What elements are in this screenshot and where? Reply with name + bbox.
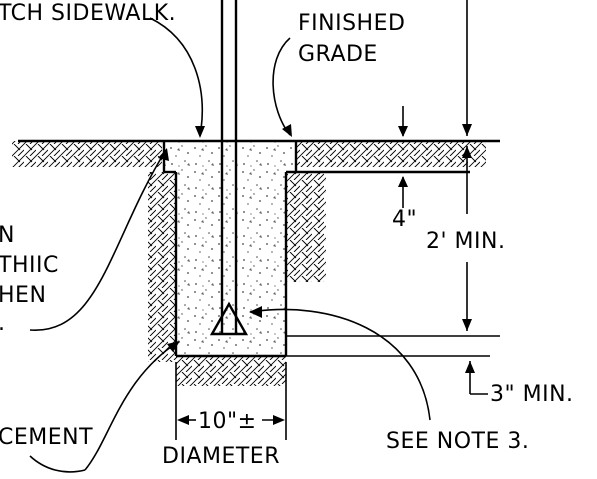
left-label-line3: HEN: [0, 283, 46, 308]
soil-hatch: [12, 141, 486, 386]
sidewalk-label: TCH SIDEWALK.: [0, 1, 176, 26]
depth-2ft-label: 2' MIN.: [426, 229, 505, 254]
post: [209, 0, 249, 336]
left-label-line4: .: [0, 311, 6, 336]
cement-label: CEMENT: [0, 425, 93, 450]
footing-outline: [174, 172, 288, 358]
left-label-line1: N: [0, 223, 15, 248]
left-label-line2: THIIC: [0, 253, 59, 278]
depth-4in-label: 4": [392, 207, 417, 232]
finished-grade-label-2: GRADE: [298, 42, 378, 67]
dimension-lines: [175, 0, 500, 440]
diameter-label: DIAMETER: [162, 444, 280, 469]
diameter-dim-label: 10"±: [198, 409, 257, 434]
depth-3in-label: 3" MIN.: [490, 382, 574, 407]
concrete-fill: [164, 142, 296, 356]
leader-lines: [29, 17, 431, 473]
see-note-label: SEE NOTE 3.: [386, 429, 529, 454]
finished-grade-label-1: FINISHED: [298, 11, 405, 36]
